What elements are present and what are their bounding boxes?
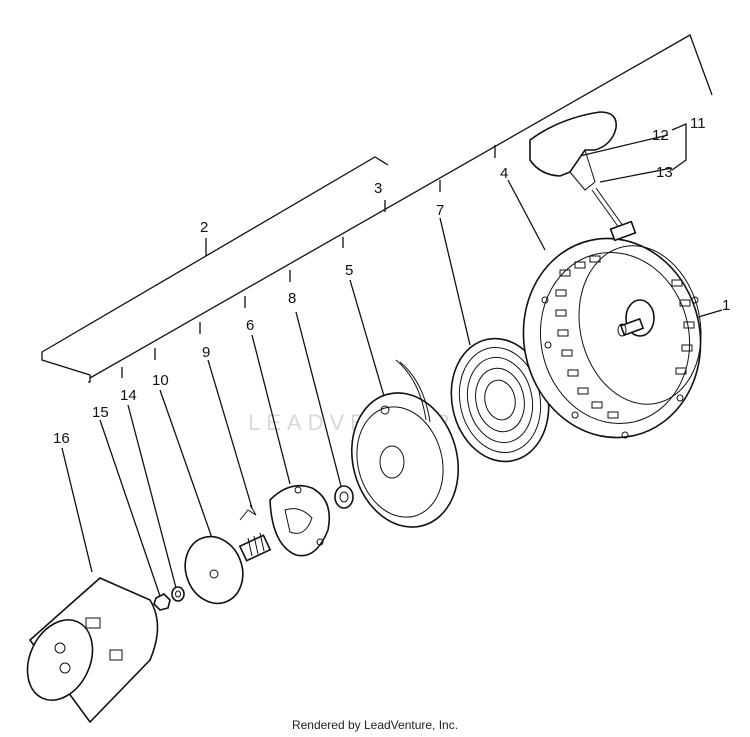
callout-12: 12 xyxy=(652,127,669,144)
callout-10: 10 xyxy=(152,372,169,389)
part-4-housing xyxy=(522,237,702,439)
callout-15: 15 xyxy=(92,404,109,421)
part-9-spring xyxy=(238,504,272,562)
callout-11: 11 xyxy=(690,115,706,132)
callout-4: 4 xyxy=(500,165,508,182)
part-6-ratchet xyxy=(269,484,331,557)
part-7-spring-coil xyxy=(450,337,553,463)
part-8-washer xyxy=(334,485,354,509)
part-14-washer xyxy=(171,586,185,602)
callout-labels: 1 2 3 4 5 6 7 8 9 10 11 12 13 14 15 16 xyxy=(53,115,730,447)
callout-1: 1 xyxy=(722,297,730,314)
callout-3: 3 xyxy=(374,180,382,197)
callout-8: 8 xyxy=(288,290,296,307)
callout-5: 5 xyxy=(345,262,353,279)
part-12-handle xyxy=(529,111,617,191)
part-15-nut xyxy=(153,593,171,611)
callout-16: 16 xyxy=(53,430,70,447)
callout-9: 9 xyxy=(202,344,210,361)
part-10-plate xyxy=(184,535,244,605)
footer-credit: Rendered by LeadVenture, Inc. xyxy=(291,718,459,732)
callout-6: 6 xyxy=(246,317,254,334)
part-5-reel xyxy=(350,359,460,528)
part-13-rope xyxy=(591,187,637,242)
callout-14: 14 xyxy=(120,387,137,404)
leader-lines xyxy=(41,34,723,597)
callout-7: 7 xyxy=(436,202,444,219)
callout-13: 13 xyxy=(656,164,673,181)
part-16-cup xyxy=(26,577,159,724)
callout-2: 2 xyxy=(200,219,208,236)
part-1-shaft xyxy=(617,299,655,337)
housing-vent-slots xyxy=(555,255,695,419)
